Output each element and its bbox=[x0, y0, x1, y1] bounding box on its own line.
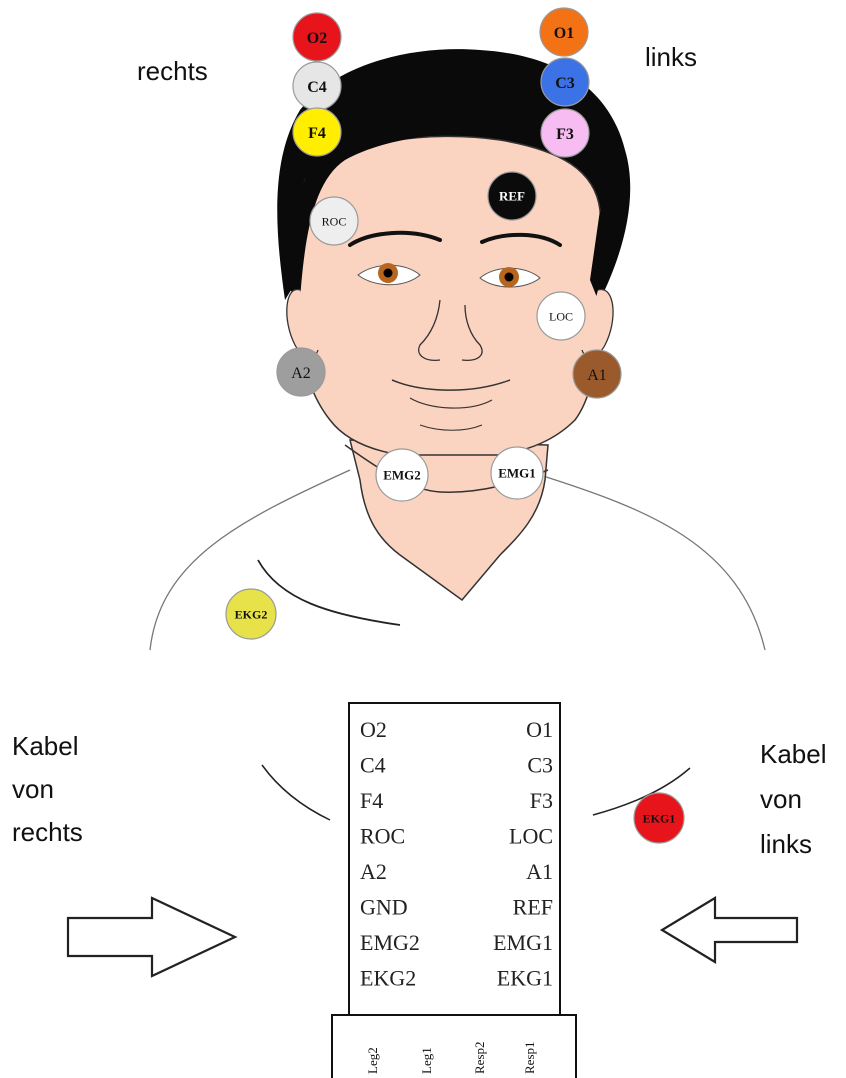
label-rechts: rechts bbox=[137, 56, 208, 86]
box-row-left-ekg2: EKG2 bbox=[360, 966, 416, 991]
electrode-label-ekg1: EKG1 bbox=[643, 811, 676, 825]
box-row-left-f4: F4 bbox=[360, 788, 383, 813]
electrode-label-emg1: EMG1 bbox=[498, 466, 536, 481]
electrode-label-roc: ROC bbox=[322, 214, 347, 228]
cable-right-line-3: rechts bbox=[12, 817, 83, 847]
port-leg1: Leg1 bbox=[419, 1047, 434, 1074]
box-row-right-o1: O1 bbox=[526, 717, 553, 742]
box-row-left-roc: ROC bbox=[360, 824, 405, 849]
electrode-label-a1: A1 bbox=[587, 367, 607, 384]
box-row-right-emg1: EMG1 bbox=[493, 930, 553, 955]
box-row-left-c4: C4 bbox=[360, 753, 386, 778]
arrow-left-icon bbox=[662, 898, 797, 962]
shoulder-outline-left bbox=[540, 475, 765, 650]
cable-right-line-1: Kabel bbox=[12, 731, 79, 761]
box-row-left-emg2: EMG2 bbox=[360, 930, 420, 955]
electrode-label-o1: O1 bbox=[554, 25, 574, 42]
collarbone-right bbox=[258, 560, 400, 625]
pupil-right bbox=[384, 269, 393, 278]
box-row-right-c3: C3 bbox=[527, 753, 553, 778]
box-row-left-gnd: GND bbox=[360, 895, 408, 920]
cable-label-left: Kabel von links bbox=[760, 739, 827, 859]
electrode-label-emg2: EMG2 bbox=[383, 468, 421, 483]
box-row-right-f3: F3 bbox=[530, 788, 553, 813]
electrode-label-f3: F3 bbox=[556, 126, 574, 143]
port-resp2: Resp2 bbox=[472, 1042, 487, 1075]
box-row-right-loc: LOC bbox=[509, 824, 553, 849]
electrode-label-ref: REF bbox=[499, 189, 525, 204]
electrode-label-loc: LOC bbox=[549, 309, 573, 323]
port-resp1: Resp1 bbox=[522, 1042, 537, 1075]
electrode-label-c4: C4 bbox=[307, 79, 327, 96]
cable-label-right: Kabel von rechts bbox=[12, 731, 83, 847]
collar-right bbox=[262, 765, 330, 820]
cable-right-line-2: von bbox=[12, 774, 54, 804]
electrode-label-a2: A2 bbox=[291, 365, 311, 382]
cable-left-line-2: von bbox=[760, 784, 802, 814]
pupil-left bbox=[505, 273, 514, 282]
box-row-right-ekg1: EKG1 bbox=[497, 966, 553, 991]
box-row-right-ref: REF bbox=[513, 895, 553, 920]
electrode-label-ekg2: EKG2 bbox=[235, 607, 268, 621]
box-row-right-a1: A1 bbox=[526, 859, 553, 884]
port-leg2: Leg2 bbox=[365, 1047, 380, 1074]
electrode-label-o2: O2 bbox=[307, 30, 327, 47]
arrow-right-icon bbox=[68, 898, 235, 976]
label-links: links bbox=[645, 42, 697, 72]
cable-left-line-3: links bbox=[760, 829, 812, 859]
box-row-left-o2: O2 bbox=[360, 717, 387, 742]
box-row-left-a2: A2 bbox=[360, 859, 387, 884]
cable-left-line-1: Kabel bbox=[760, 739, 827, 769]
electrode-label-c3: C3 bbox=[555, 75, 575, 92]
electrode-label-f4: F4 bbox=[308, 125, 326, 142]
